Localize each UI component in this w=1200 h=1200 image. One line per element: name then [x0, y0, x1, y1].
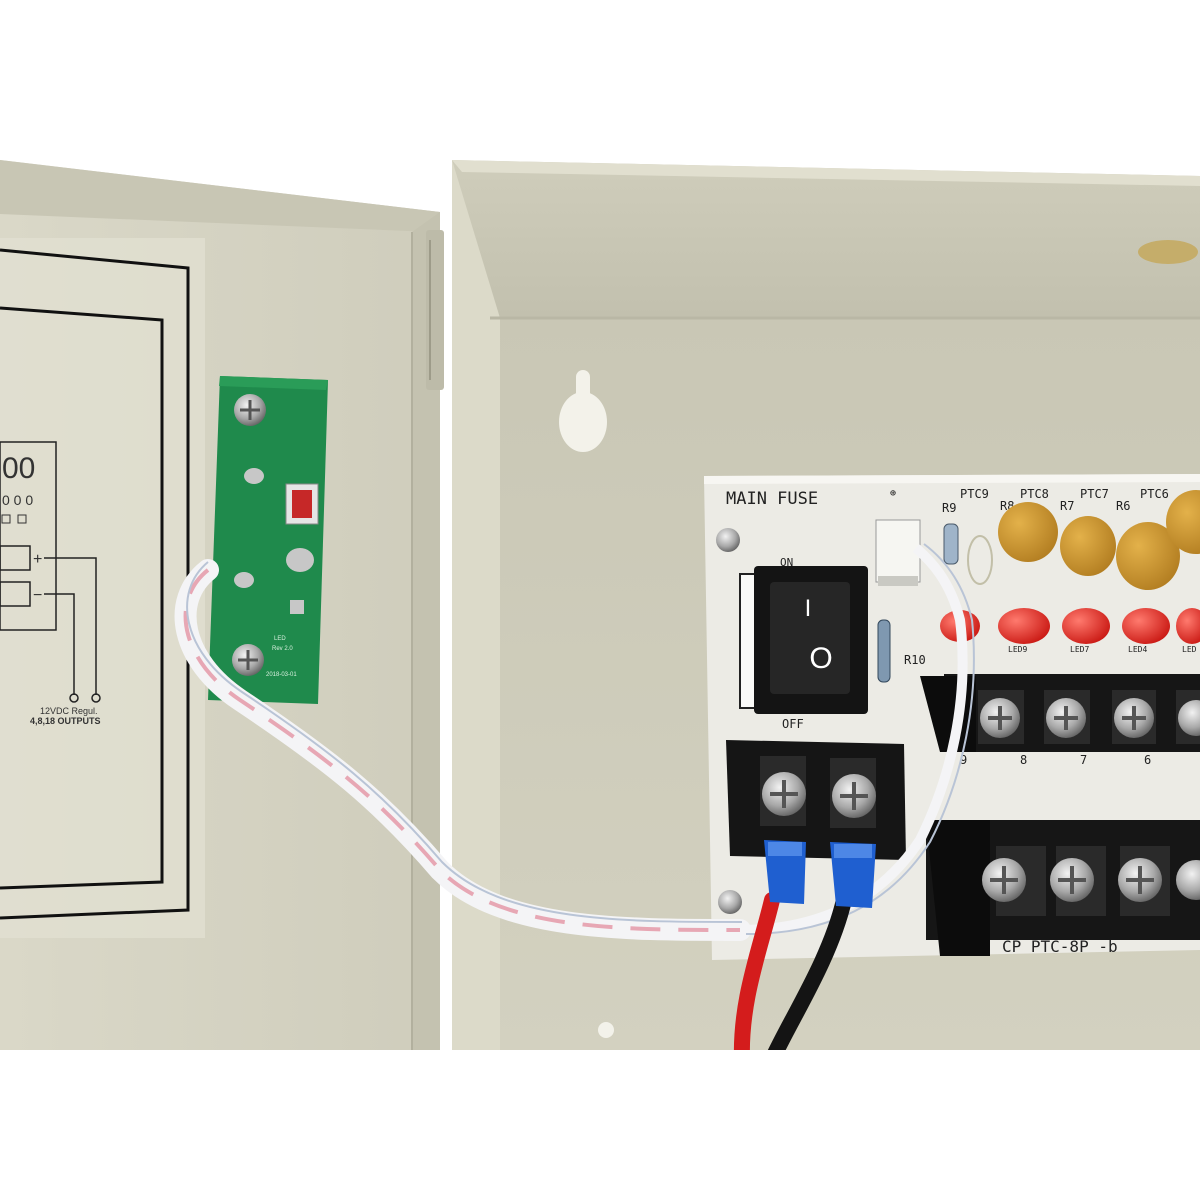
- plus-symbol: +: [33, 551, 42, 568]
- terminal-number: 8: [1020, 753, 1027, 767]
- output-note-1: 12VDC Regul.: [40, 706, 98, 716]
- ptc9-label: PTC9: [960, 487, 989, 501]
- led-board-text-3: 2018-03-01: [266, 672, 297, 678]
- terminal-number: 7: [1080, 753, 1087, 767]
- led-label: LED9: [1008, 645, 1027, 654]
- svg-text:00: 00: [2, 452, 35, 485]
- terminal-screw[interactable]: [762, 772, 806, 816]
- led-label: LED7: [1070, 645, 1089, 654]
- terminal-bottom-label: CP PTC-8P -b: [1002, 937, 1118, 956]
- led-indicator: [1062, 608, 1110, 644]
- terminal-number: 9: [960, 753, 967, 767]
- svg-text:0 0 0: 0 0 0: [2, 492, 33, 508]
- terminal-screw[interactable]: [832, 774, 876, 818]
- r7-label: R7: [1060, 499, 1074, 513]
- spade-connector: [830, 842, 876, 908]
- r9-label: R9: [942, 501, 956, 515]
- terminal-screw[interactable]: [1050, 846, 1106, 916]
- screw-icon: [718, 890, 742, 914]
- led-label: LED4: [1128, 645, 1147, 654]
- switch-off-label: OFF: [782, 717, 804, 731]
- r10-label: R10: [904, 653, 926, 667]
- ptc7-label: PTC7: [1080, 487, 1109, 501]
- ptc6-label: PTC6: [1140, 487, 1169, 501]
- terminal-screw[interactable]: [1044, 690, 1090, 744]
- switch-on-label: ON: [780, 556, 793, 569]
- power-input-wires: [733, 840, 876, 1068]
- minus-symbol: −: [33, 587, 42, 604]
- switch-on-symbol: I: [805, 595, 812, 622]
- ptc-fuse: [1116, 522, 1180, 590]
- output-note-2: 4,8,18 OUTPUTS: [30, 716, 101, 726]
- svg-text:⊕: ⊕: [890, 488, 896, 499]
- ptc-fuse: [1166, 490, 1200, 554]
- screw-icon: [716, 528, 740, 552]
- led-indicator: [1122, 608, 1170, 644]
- led-indicator: [1176, 608, 1200, 644]
- main-fuse-label: MAIN FUSE: [726, 489, 818, 509]
- output-terminal-block-lower: [926, 820, 1200, 956]
- ptc-fuse: [998, 502, 1058, 562]
- led-indicator: [998, 608, 1050, 644]
- led-board-text-1: LED: [274, 636, 286, 642]
- power-switch[interactable]: I O ON OFF: [739, 556, 868, 731]
- r6-label: R6: [1116, 499, 1130, 513]
- distribution-board: MAIN FUSE I O ON OFF ⊕ R9 R10 PTC9 PTC8 …: [704, 474, 1200, 960]
- terminal-number: 6: [1144, 753, 1151, 767]
- led-indicator-board: LED Rev 2.0 2018-03-01: [208, 376, 328, 704]
- input-terminal-block: [726, 740, 906, 860]
- ptc-fuse: [1060, 516, 1116, 576]
- terminal-screw[interactable]: [1112, 690, 1156, 744]
- wiring-diagram-label: 00 0 0 0 + − 12VDC Regul. 4,8,18 OUTPUTS: [0, 238, 205, 938]
- keyhole-icon: [559, 392, 607, 452]
- led-board-text-2: Rev 2.0: [272, 646, 293, 652]
- terminal-screw[interactable]: [982, 846, 1046, 916]
- ptc8-label: PTC8: [1020, 487, 1049, 501]
- terminal-screw[interactable]: [978, 690, 1024, 744]
- output-terminal-block-upper: [920, 674, 1200, 752]
- switch-off-symbol: O: [809, 642, 832, 675]
- led-label: LED: [1182, 645, 1197, 654]
- terminal-screw[interactable]: [1118, 846, 1170, 916]
